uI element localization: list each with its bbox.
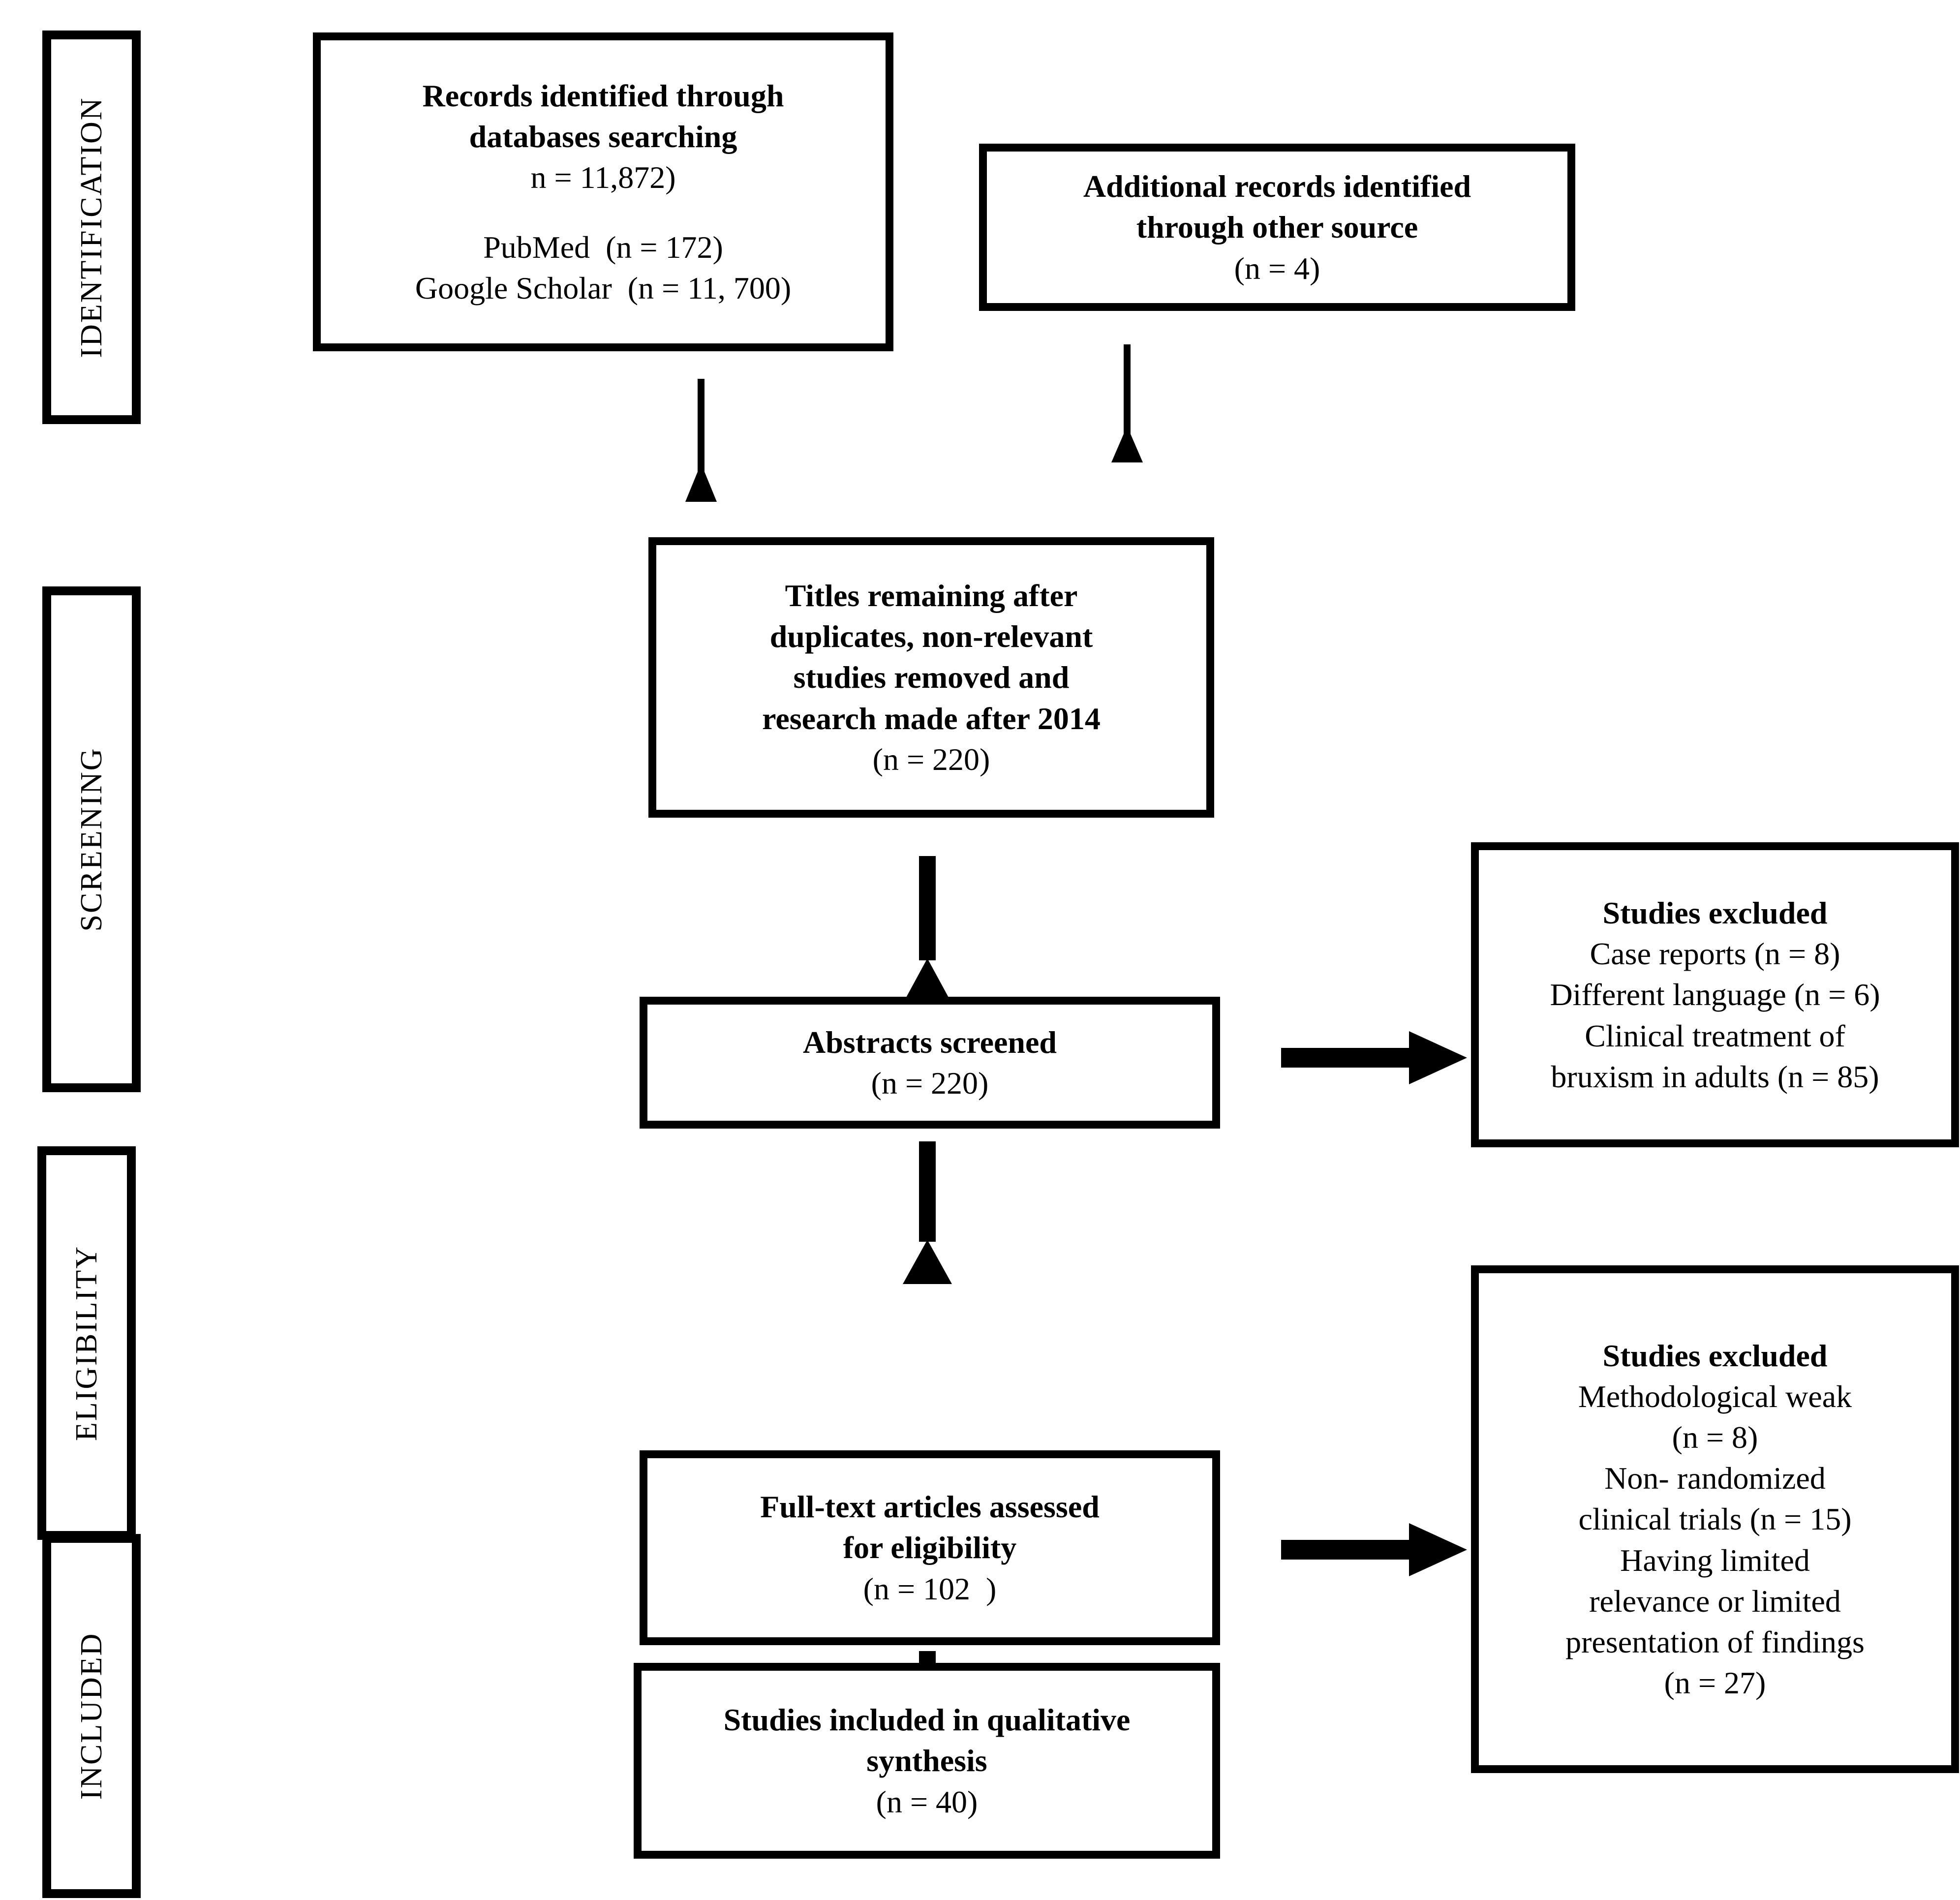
stage-bar-screening: SCREENING	[42, 586, 141, 1092]
box-line: clinical trials (n = 15)	[1578, 1502, 1852, 1537]
arrow-shaft	[1281, 1048, 1409, 1068]
box-titles-remaining: Titles remaining after duplicates, non-r…	[648, 537, 1214, 818]
box-line: Records identified through	[422, 78, 784, 114]
box-line: Studies included in qualitative	[723, 1702, 1131, 1738]
arrow-records-to-titles	[679, 379, 723, 502]
box-line: (n = 102 )	[863, 1571, 997, 1606]
box-line: Studies excluded	[1602, 895, 1828, 931]
box-line: Case reports (n = 8)	[1590, 936, 1840, 972]
arrow-shaft	[919, 1141, 936, 1242]
arrow-head	[1409, 1523, 1467, 1576]
arrow-head	[903, 958, 952, 1004]
box-line: Studies excluded	[1602, 1338, 1828, 1373]
box-line: Google Scholar (n = 11, 700)	[415, 270, 792, 306]
stage-bar-identification: IDENTIFICATION	[42, 31, 141, 424]
arrow-titles-to-abstracts	[898, 856, 957, 1004]
box-additional-records: Additional records identified through ot…	[979, 144, 1575, 311]
box-line: for eligibility	[843, 1530, 1017, 1565]
box-studies-included: Studies included in qualitative synthesi…	[634, 1663, 1220, 1859]
arrow-head	[1111, 426, 1143, 462]
box-line: (n = 8)	[1672, 1420, 1758, 1455]
arrow-shaft	[1124, 344, 1131, 438]
arrow-shaft	[919, 856, 936, 960]
box-line: Having limited	[1620, 1542, 1810, 1578]
box-line: studies removed and	[793, 660, 1070, 695]
box-line: bruxism in adults (n = 85)	[1551, 1059, 1879, 1094]
box-line: PubMed (n = 172)	[483, 229, 723, 265]
box-line: relevance or limited	[1589, 1583, 1841, 1619]
box-line: Different language (n = 6)	[1550, 977, 1880, 1012]
arrow-abstracts-to-fulltext	[898, 1141, 957, 1284]
arrow-shaft	[698, 379, 704, 477]
arrow-abstracts-to-excluded-screening	[1281, 1028, 1467, 1087]
box-line: databases searching	[469, 119, 737, 154]
arrow-head	[685, 463, 717, 502]
box-line: Methodological weak	[1578, 1379, 1852, 1414]
stage-label-included: INCLUDED	[75, 1632, 108, 1800]
box-line: Full-text articles assessed	[760, 1489, 1100, 1525]
box-line: Additional records identified	[1083, 169, 1471, 204]
arrow-additional-to-titles	[1105, 344, 1149, 462]
box-line: Titles remaining after	[785, 578, 1078, 613]
box-abstracts-screened: Abstracts screened (n = 220)	[640, 997, 1220, 1129]
box-line: Clinical treatment of	[1585, 1018, 1845, 1053]
box-line: through other source	[1136, 210, 1418, 245]
arrow-fulltext-to-excluded-eligibility	[1281, 1520, 1467, 1579]
box-line: Non- randomized	[1604, 1461, 1826, 1496]
box-fulltext-assessed: Full-text articles assessed for eligibil…	[640, 1450, 1220, 1645]
box-line: (n = 27)	[1664, 1665, 1766, 1701]
stage-label-screening: SCREENING	[75, 747, 108, 932]
box-line: duplicates, non-relevant	[769, 619, 1093, 654]
box-studies-excluded-eligibility: Studies excluded Methodological weak (n …	[1471, 1265, 1959, 1773]
stage-bar-eligibility: ELIGIBILITY	[37, 1146, 136, 1540]
box-line-spacer	[328, 198, 879, 227]
arrow-shaft	[1281, 1540, 1409, 1560]
box-line: Abstracts screened	[802, 1024, 1057, 1060]
stage-label-identification: IDENTIFICATION	[75, 96, 108, 358]
box-line: n = 11,872)	[530, 160, 676, 195]
box-line: (n = 40)	[876, 1784, 978, 1819]
box-line: (n = 220)	[871, 1066, 989, 1101]
box-studies-excluded-screening: Studies excluded Case reports (n = 8) Di…	[1471, 842, 1959, 1147]
box-line: research made after 2014	[762, 701, 1101, 736]
box-line: presentation of findings	[1565, 1624, 1865, 1659]
box-records-identified: Records identified through databases sea…	[313, 32, 893, 351]
arrow-head	[1409, 1031, 1467, 1084]
stage-bar-included: INCLUDED	[42, 1534, 141, 1898]
arrow-head	[903, 1240, 952, 1284]
box-line: synthesis	[866, 1743, 987, 1778]
box-line: (n = 4)	[1234, 250, 1320, 286]
box-line: (n = 220)	[872, 741, 990, 777]
stage-label-eligibility: ELIGIBILITY	[70, 1245, 103, 1441]
